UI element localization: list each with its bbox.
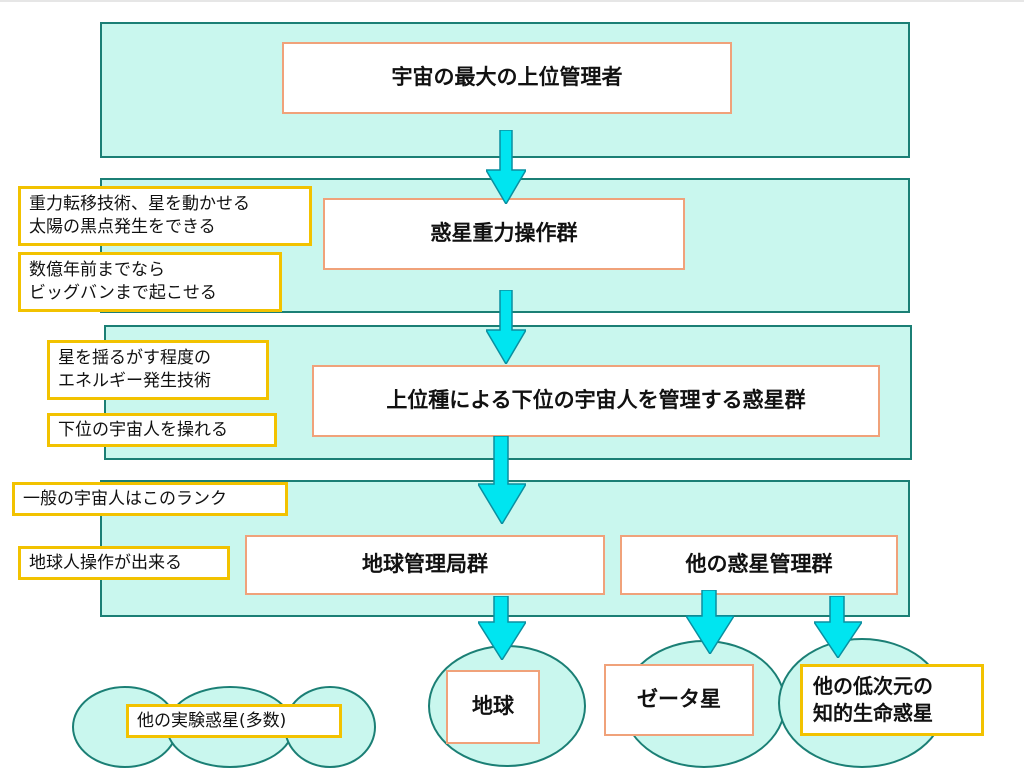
level4-note-rank: 一般の宇宙人はこのランク: [12, 482, 288, 516]
level2-note-gravity: 重力転移技術、星を動かせる 太陽の黒点発生をできる: [18, 186, 312, 246]
arrow-to-zeta: [686, 590, 734, 654]
note-line: 星を揺るがす程度の: [58, 348, 211, 369]
note-line: 他の実験惑星(多数): [137, 710, 287, 731]
level3-box: 上位種による下位の宇宙人を管理する惑星群: [312, 365, 880, 437]
note-line: 一般の宇宙人はこのランク: [23, 488, 227, 509]
note-line: 知的生命惑星: [813, 701, 933, 725]
other-planet-management-label: 他の惑星管理群: [685, 552, 833, 577]
note-line: 下位の宇宙人を操れる: [58, 419, 228, 440]
note-line: 太陽の黒点発生をできる: [29, 217, 216, 237]
top-divider: [0, 0, 1024, 2]
level2-box: 惑星重力操作群: [323, 198, 685, 270]
level1-title: 宇宙の最大の上位管理者: [391, 65, 623, 90]
level1-box: 宇宙の最大の上位管理者: [282, 42, 732, 114]
note-line: 重力転移技術、星を動かせる: [29, 194, 250, 215]
note-line: エネルギー発生技術: [58, 371, 211, 391]
level3-note-energy: 星を揺るがす程度の エネルギー発生技術: [47, 340, 269, 400]
arrow-level3-to-level4: [478, 436, 526, 524]
experiment-planets-note: 他の実験惑星(多数): [126, 704, 342, 738]
planet-earth-label: 地球: [472, 694, 514, 719]
level3-title: 上位種による下位の宇宙人を管理する惑星群: [386, 388, 806, 413]
note-line: ビッグバンまで起こせる: [29, 283, 217, 303]
arrow-level1-to-level2: [486, 130, 526, 204]
arrow-level2-to-level3: [486, 290, 526, 364]
level2-note-bigbang: 数億年前までなら ビッグバンまで起こせる: [18, 252, 282, 312]
earth-management-box: 地球管理局群: [245, 535, 605, 595]
arrow-to-earth: [478, 596, 526, 660]
planet-earth-box: 地球: [446, 670, 540, 744]
level2-title: 惑星重力操作群: [430, 221, 578, 246]
planet-zeta-box: ゼータ星: [604, 664, 754, 736]
arrow-to-other-planets: [814, 596, 862, 658]
earth-management-label: 地球管理局群: [362, 552, 488, 577]
level3-note-control: 下位の宇宙人を操れる: [47, 413, 277, 447]
planet-zeta-label: ゼータ星: [637, 687, 721, 712]
note-line: 地球人操作が出来る: [29, 552, 182, 573]
level4-note-earthling: 地球人操作が出来る: [18, 546, 230, 580]
note-line: 他の低次元の: [813, 674, 933, 698]
planet-other-box: 他の低次元の 知的生命惑星: [800, 664, 984, 736]
note-line: 数億年前までなら: [29, 260, 165, 281]
other-planet-management-box: 他の惑星管理群: [620, 535, 898, 595]
